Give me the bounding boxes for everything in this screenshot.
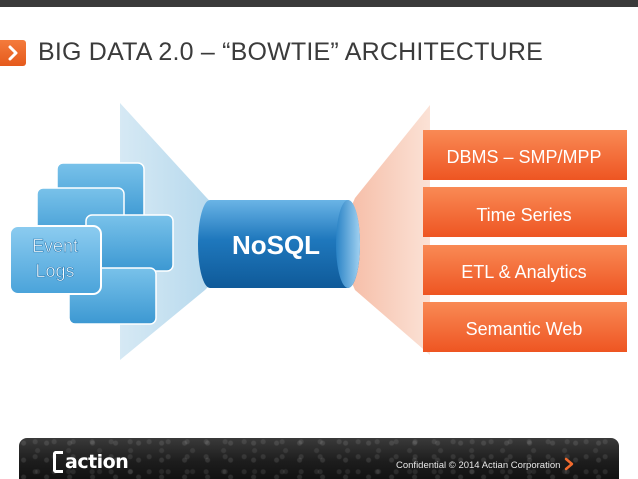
output-box-time-series <box>423 187 627 237</box>
chevron-right-icon <box>563 457 575 476</box>
event-logs-label-line2: Logs <box>35 261 74 281</box>
output-label-semantic-web: Semantic Web <box>466 319 583 339</box>
chevron-right-icon <box>0 40 26 66</box>
event-logs-box <box>9 225 102 295</box>
output-funnel <box>335 105 430 355</box>
source-stack: Event Logs <box>9 162 174 325</box>
bowtie-diagram: Event Logs NoSQL DBMS – SMP/MPP Time Ser… <box>9 103 627 360</box>
confidential-notice: Confidential © 2014 Actian Corporation <box>396 460 561 471</box>
footer-bar: action Confidential © 2014 Actian Corpor… <box>19 438 619 479</box>
nosql-cylinder: NoSQL <box>198 200 360 288</box>
logo-bracket-icon <box>53 451 63 473</box>
top-bar <box>0 0 638 7</box>
output-label-dbms: DBMS – SMP/MPP <box>446 147 601 167</box>
output-stack: DBMS – SMP/MPP Time Series ETL & Analyti… <box>423 130 627 352</box>
footer-texture <box>19 438 619 479</box>
output-label-time-series: Time Series <box>476 205 571 225</box>
output-box-dbms <box>423 130 627 180</box>
output-box-semantic-web <box>423 302 627 352</box>
slide-title: BIG DATA 2.0 – “BOWTIE” ARCHITECTURE <box>38 38 543 66</box>
output-box-etl <box>423 245 627 295</box>
output-label-etl: ETL & Analytics <box>461 262 586 282</box>
logo-text: action <box>65 451 129 473</box>
event-logs-label-line1: Event <box>32 236 78 256</box>
actian-logo: action <box>53 451 129 473</box>
slide-header: BIG DATA 2.0 – “BOWTIE” ARCHITECTURE <box>0 36 638 72</box>
nosql-label: NoSQL <box>232 230 320 260</box>
